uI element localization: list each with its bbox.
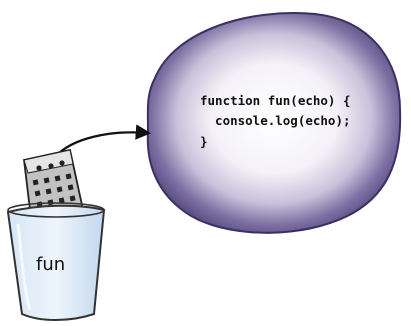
code-line-3: }	[200, 134, 208, 149]
cup-label: fun	[36, 254, 65, 275]
code-bubble: function fun(echo) { console.log(echo); …	[146, 12, 402, 234]
bubble-shape	[146, 12, 402, 234]
code-line-1: function fun(echo) {	[200, 93, 351, 108]
code-line-2: console.log(echo);	[200, 113, 351, 128]
cup-body	[6, 204, 106, 321]
cup-icon: fun	[6, 202, 106, 321]
